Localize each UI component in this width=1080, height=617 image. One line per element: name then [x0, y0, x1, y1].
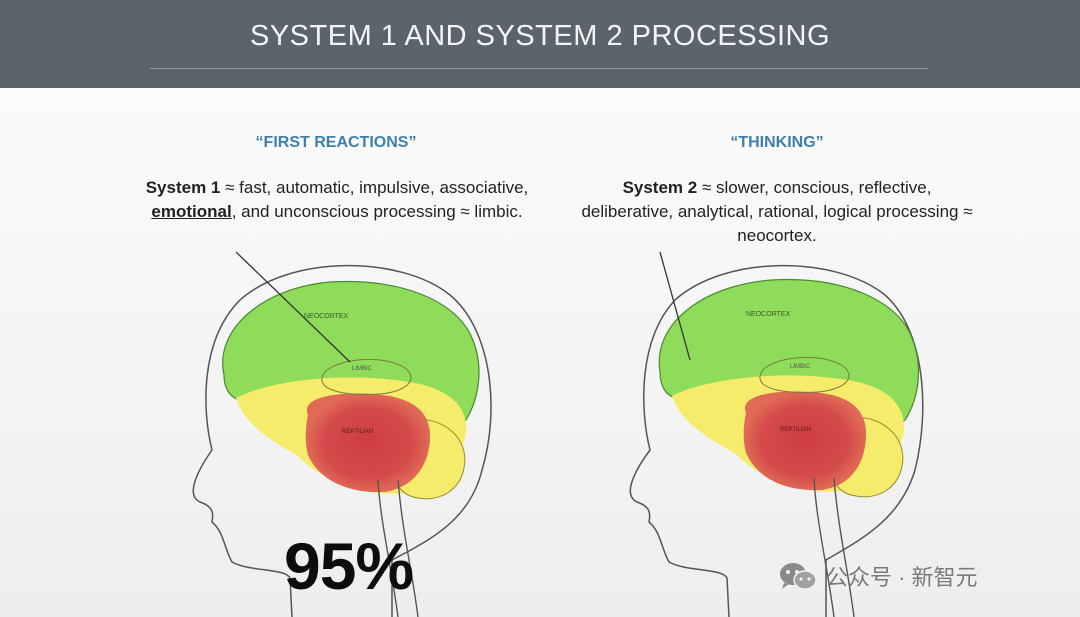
right-brain-reptilian	[743, 391, 867, 491]
left-limbic-outline	[321, 358, 412, 395]
left-brain-stem	[377, 479, 419, 617]
header-divider	[150, 68, 928, 69]
left-neocortex-tag: NEOCORTEX	[304, 313, 349, 320]
system1-description: System 1 ≈ fast, automatic, impulsive, a…	[137, 176, 537, 224]
watermark-text: 公众号 · 新智元	[826, 565, 978, 590]
first-reactions-label: “FIRST REACTIONS”	[255, 134, 417, 151]
system1-text-2: , and unconscious processing ≈ limbic.	[231, 202, 523, 221]
left-reptilian-tag: REPTILIAN	[342, 429, 373, 435]
system1-lead: System 1	[145, 178, 221, 197]
right-reptilian-tag: REPTILIAN	[780, 427, 811, 433]
thinking-label: “THINKING”	[730, 134, 824, 151]
system1-emphasis: emotional	[151, 202, 232, 221]
left-head-outline	[192, 264, 492, 617]
system2-lead: System 2	[622, 178, 698, 197]
right-head-outline	[629, 264, 924, 617]
left-pointer-line	[235, 251, 351, 363]
right-neocortex-tag: NEOCORTEX	[746, 311, 791, 318]
slide-title: SYSTEM 1 AND SYSTEM 2 PROCESSING	[249, 20, 831, 52]
left-limbic-tag: LIMBIC	[352, 366, 373, 372]
wechat-icon	[780, 563, 817, 590]
right-head-diagram: NEOCORTEX LIMBIC REPTILIAN	[629, 251, 924, 617]
left-head-diagram: NEOCORTEX LIMBIC REPTILIAN	[192, 251, 492, 617]
system2-description: System 2 ≈ slower, conscious, reflective…	[577, 176, 977, 248]
left-brain-reptilian	[305, 393, 431, 493]
right-brain-stem	[813, 477, 855, 617]
system1-percentage: 95%	[284, 529, 414, 603]
right-pointer-line	[659, 251, 691, 361]
right-limbic-outline	[759, 356, 850, 393]
right-limbic-tag: LIMBIC	[790, 364, 811, 370]
slide-header: SYSTEM 1 AND SYSTEM 2 PROCESSING	[0, 0, 1080, 88]
system1-text-1: ≈ fast, automatic, impulsive, associativ…	[220, 178, 529, 197]
watermark: 公众号 · 新智元	[778, 560, 978, 592]
system2-text-1: ≈ slower, conscious, reflective, deliber…	[581, 178, 973, 245]
